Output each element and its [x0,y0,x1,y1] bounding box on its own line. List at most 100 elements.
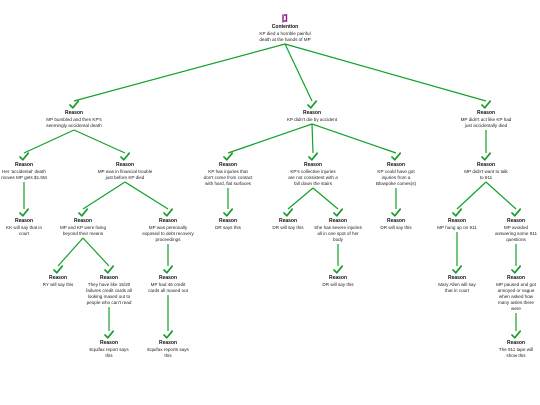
check-icon [53,265,63,274]
node-title: Reason [115,162,135,168]
check-icon [452,208,462,217]
check-icon [511,208,521,217]
node-title: Reason [14,218,34,224]
node-text: She has severe injuries all in one spot … [314,225,362,243]
edge-r2-r2b [311,123,314,154]
edge-r1b1-r1b1a [57,237,84,267]
check-icon [391,208,401,217]
check-icon [333,265,343,274]
node-text: MP didn't act like KP had just accidenta… [460,117,512,129]
edge-r2-r2a [227,123,313,154]
node-text: DR will say this [322,282,354,288]
edge-r1-r1b [73,129,126,154]
node-title: Reason [476,110,496,116]
check-icon [308,152,318,161]
check-icon [19,208,29,217]
node-text: MP didn't want to talk to 911 [464,169,508,181]
check-icon [333,208,343,217]
node-title: Reason [48,275,68,281]
edge-r1b-r1b2 [124,181,169,210]
node-text: Equifax reports says this [147,347,189,359]
node-text: Her 'accidental' death moves MP gets $1.… [1,169,47,181]
node-title: Reason [476,162,496,168]
check-icon [307,100,317,109]
check-icon [452,265,462,274]
check-icon [19,152,29,161]
node-title: Reason [158,340,178,346]
node-title: Reason [73,218,93,224]
check-icon [223,208,233,217]
node-text: RY will say this [42,282,74,288]
node-text: KP died a horrible painful death at the … [259,31,311,43]
check-icon [511,265,521,274]
node-text: MP had 46 credit cards all maxed out [148,282,188,294]
check-icon [163,265,173,274]
node-text: DR will say this [380,225,412,231]
node-text: DR says this [215,225,241,231]
node-title: Reason [506,218,526,224]
check-icon [69,100,79,109]
edge-r1b-r1b1 [82,181,126,210]
node-title: Reason [506,340,526,346]
edge-r1b1-r1b1b [82,237,110,267]
check-icon [163,330,173,339]
check-icon [391,152,401,161]
node-text: MP paused and got annoyed or vague when … [496,282,536,311]
node-text: KP could have got injuries from a Blowpo… [375,169,417,187]
edge-root-r2 [284,43,313,102]
node-title: Reason [14,162,34,168]
edge-r2-r2c [311,123,397,154]
edge-r2b-r2b1 [287,187,314,210]
node-text: DR will say this [272,225,304,231]
edge-root-r1 [73,43,286,102]
check-icon [78,208,88,217]
node-text: MP and KP were living beyond their means [59,225,107,237]
check-icon [283,208,293,217]
node-text: KP has injuries that don't come from con… [203,169,253,187]
check-icon [481,100,491,109]
check-icon [481,152,491,161]
edge-r1-r1a [23,129,75,154]
node-text: MP was personally exposed to debt recove… [142,225,194,243]
check-icon [120,152,130,161]
edge-root-r3 [284,43,487,102]
node-title: Reason [386,218,406,224]
node-title: Reason [158,218,178,224]
check-icon [223,152,233,161]
edge-r2b-r2b2 [312,187,339,210]
check-icon [104,265,114,274]
node-title: Reason [99,340,119,346]
node-text: They have like 15/20 failures credit car… [86,282,132,306]
node-title: Reason [386,162,406,168]
